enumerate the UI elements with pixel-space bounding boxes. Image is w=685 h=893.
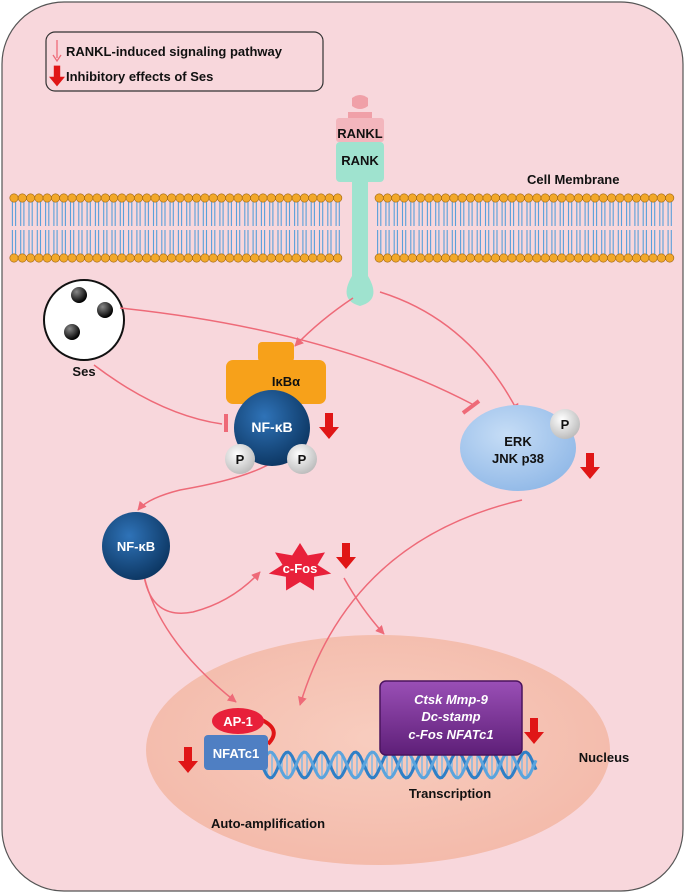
legend-activation-arrow-icon xyxy=(52,40,62,63)
erk-node xyxy=(460,405,576,491)
transcription-label: Transcription xyxy=(409,786,491,801)
nfkb-free-label: NF-κB xyxy=(117,539,155,554)
ap1-node xyxy=(212,708,264,734)
erk-phospho-circle xyxy=(550,409,580,439)
genes-line-1: Ctsk Mmp-9 xyxy=(414,692,488,707)
ses-inhibits-erk-line xyxy=(119,307,473,405)
cfos-label: c-Fos xyxy=(283,561,318,576)
ikba-label: IκBα xyxy=(272,374,300,389)
erk-label: ERK xyxy=(504,434,532,449)
rank-label: RANK xyxy=(341,153,379,168)
target-genes-box xyxy=(379,680,523,756)
erk-phospho-label: P xyxy=(561,417,570,432)
genes-line-2: Dc-stamp xyxy=(421,709,480,724)
legend: RANKL-induced signaling pathway Inhibito… xyxy=(45,31,324,92)
nfkb-complex-node xyxy=(234,390,310,466)
phospho-circle-right xyxy=(287,444,317,474)
legend-activation-label: RANKL-induced signaling pathway xyxy=(66,44,283,59)
cfos-to-nucleus-arrow xyxy=(343,577,385,635)
phospho-label-left: P xyxy=(236,452,245,467)
auto-amplification-label: Auto-amplification xyxy=(211,816,325,831)
nfkb-free-node xyxy=(102,512,170,580)
nfkb-complex-label: NF-κB xyxy=(251,419,292,435)
mapk-complex xyxy=(460,405,580,491)
rank-to-erk-arrow xyxy=(379,291,519,413)
auto-amplification-loop xyxy=(261,718,276,746)
ses-label: Ses xyxy=(72,364,95,379)
cfos-node xyxy=(268,543,332,591)
nfkb-release-arrow xyxy=(137,459,277,511)
ikba-shape xyxy=(226,360,326,404)
cell-membrane-label: Cell Membrane xyxy=(527,172,619,187)
cell-membrane xyxy=(9,193,675,263)
nfatc1-label: NFATc1 xyxy=(213,746,259,761)
nucleus-label: Nucleus xyxy=(579,750,630,765)
jnk-p38-label: JNK p38 xyxy=(492,451,544,466)
erk-inhibition-bar xyxy=(461,399,481,415)
rank-receptor xyxy=(336,95,384,306)
phospho-label-right: P xyxy=(298,452,307,467)
ses-inhibits-nfkb-line xyxy=(93,364,223,425)
nfkb-to-ap1-arrow xyxy=(143,575,237,703)
nfkb-to-cfos-arrow xyxy=(143,571,261,614)
ikba-top xyxy=(258,342,294,362)
rank-to-ikba-arrow xyxy=(294,297,354,347)
legend-inhibition-label: Inhibitory effects of Ses xyxy=(66,69,213,84)
nfatc1-node xyxy=(204,735,268,770)
rankl-label: RANKL xyxy=(337,126,383,141)
ses-particle xyxy=(43,279,125,361)
pathway-arrows xyxy=(93,291,523,706)
phospho-circle-left xyxy=(225,444,255,474)
genes-line-3: c-Fos NFATc1 xyxy=(408,727,493,742)
ikba-nfkb-complex xyxy=(225,342,326,474)
ap1-label: AP-1 xyxy=(223,714,253,729)
erk-to-nucleus-arrow xyxy=(298,499,523,706)
